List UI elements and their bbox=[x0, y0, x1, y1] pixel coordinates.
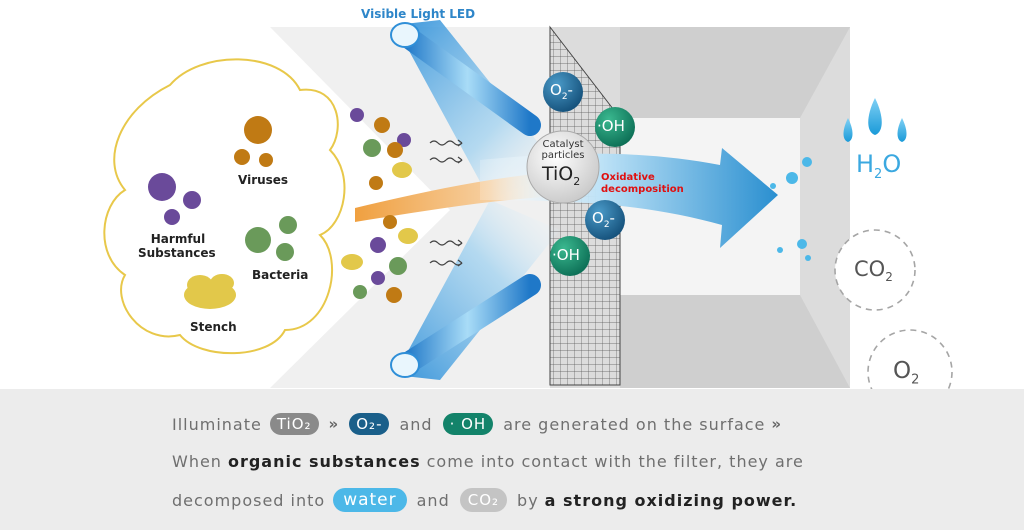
co2-label: CO2 bbox=[854, 257, 893, 284]
co2-circle bbox=[834, 229, 916, 311]
pill-co2: CO₂ bbox=[459, 488, 508, 512]
h2o-label: H2O bbox=[856, 150, 901, 182]
pill-oh: · OH bbox=[442, 413, 494, 435]
o2m-sup-bottom: - bbox=[609, 209, 615, 227]
pill-o2-minus: O₂- bbox=[349, 413, 390, 435]
harmful-substances-cluster bbox=[148, 173, 201, 225]
virus-cluster bbox=[234, 116, 273, 167]
harmful-substances-label: Harmful Substances bbox=[138, 232, 216, 260]
caption-decomposed: decomposed into bbox=[172, 490, 326, 510]
led-tube-top bbox=[390, 22, 541, 136]
tio2-text: TiO bbox=[542, 163, 574, 185]
duct-bottom-right bbox=[620, 295, 850, 388]
caption-organic: organic substances bbox=[227, 452, 421, 471]
h2o-h: H bbox=[856, 150, 875, 178]
stench-label: Stench bbox=[190, 320, 237, 334]
o2m-text-bottom: O bbox=[592, 209, 604, 227]
o2-minus-label-bottom: O2- bbox=[592, 209, 615, 230]
oh-bubble-bottom bbox=[550, 236, 590, 276]
caption-generated: are generated on the surface bbox=[503, 414, 766, 434]
pill-water: water bbox=[333, 488, 407, 512]
caption-and-1: and bbox=[399, 414, 433, 434]
airflow-waves bbox=[429, 139, 463, 267]
water-drops bbox=[843, 98, 907, 142]
o2-minus-bubble-top bbox=[543, 72, 583, 112]
airborne-particles bbox=[341, 108, 418, 303]
caption-line-2: When organic substances come into contac… bbox=[172, 452, 804, 471]
o2m-text-top: O bbox=[550, 81, 562, 99]
harmful-label-line2: Substances bbox=[138, 246, 216, 260]
caption-by: by bbox=[517, 490, 539, 510]
caption-line-3: decomposed into water and CO₂ by a stron… bbox=[172, 488, 803, 512]
stench-cluster bbox=[184, 274, 236, 309]
caption-line-1: Illuminate TiO₂ » O₂- and · OH are gener… bbox=[172, 413, 788, 435]
o2-sub: 2 bbox=[911, 372, 920, 388]
bacteria-cluster bbox=[245, 216, 297, 261]
co2-sub: 2 bbox=[885, 270, 893, 285]
viruses-label: Viruses bbox=[238, 173, 289, 187]
arrows-1: » bbox=[328, 415, 340, 433]
bacteria-label: Bacteria bbox=[252, 268, 309, 282]
caption-oxidizing: a strong oxidizing power. bbox=[544, 490, 798, 510]
oxidative-line1: Oxidative bbox=[601, 172, 655, 183]
tio2-label: TiO2 bbox=[542, 163, 580, 188]
tio2-subscript: 2 bbox=[573, 174, 581, 188]
oxidative-line2: decomposition bbox=[601, 184, 684, 195]
caption-panel: Illuminate TiO₂ » O₂- and · OH are gener… bbox=[0, 389, 1024, 530]
caption-contact: come into contact with the filter, they … bbox=[426, 452, 804, 471]
oxidative-decomposition-label: Oxidative decomposition bbox=[601, 172, 684, 196]
catalyst-label: Catalyst particles bbox=[527, 139, 599, 161]
o2m-sub-bottom: 2 bbox=[603, 220, 610, 230]
caption-when: When bbox=[172, 452, 222, 471]
oh-label-top: ·OH bbox=[597, 117, 625, 135]
o2m-sup-top: - bbox=[567, 81, 573, 99]
tio2-particle bbox=[526, 130, 600, 204]
catalyst-line1: Catalyst bbox=[542, 139, 584, 150]
harmful-label-line1: Harmful bbox=[150, 232, 206, 246]
co2-text: CO bbox=[854, 257, 886, 281]
oh-label-bottom: ·OH bbox=[552, 246, 580, 264]
led-tube-bottom bbox=[390, 274, 541, 378]
oh-bubble-top bbox=[595, 107, 635, 147]
caption-illuminate: Illuminate bbox=[172, 414, 262, 434]
o2-text: O bbox=[893, 358, 912, 384]
o2m-sub-top: 2 bbox=[561, 92, 568, 102]
catalyst-line2: particles bbox=[541, 150, 585, 161]
caption-and-2: and bbox=[416, 490, 450, 510]
o2-label: O2 bbox=[893, 358, 919, 388]
o2-minus-bubble-bottom bbox=[585, 200, 625, 240]
pollutant-cloud bbox=[103, 58, 346, 355]
o2-minus-label-top: O2- bbox=[550, 81, 573, 102]
pill-tio2: TiO₂ bbox=[269, 413, 319, 435]
led-label: Visible Light LED bbox=[361, 7, 476, 21]
duct-top-right bbox=[620, 27, 850, 118]
arrows-2: » bbox=[771, 415, 783, 433]
small-bubbles bbox=[770, 157, 812, 261]
h2o-o: O bbox=[882, 150, 902, 178]
h2o-sub: 2 bbox=[874, 166, 883, 182]
